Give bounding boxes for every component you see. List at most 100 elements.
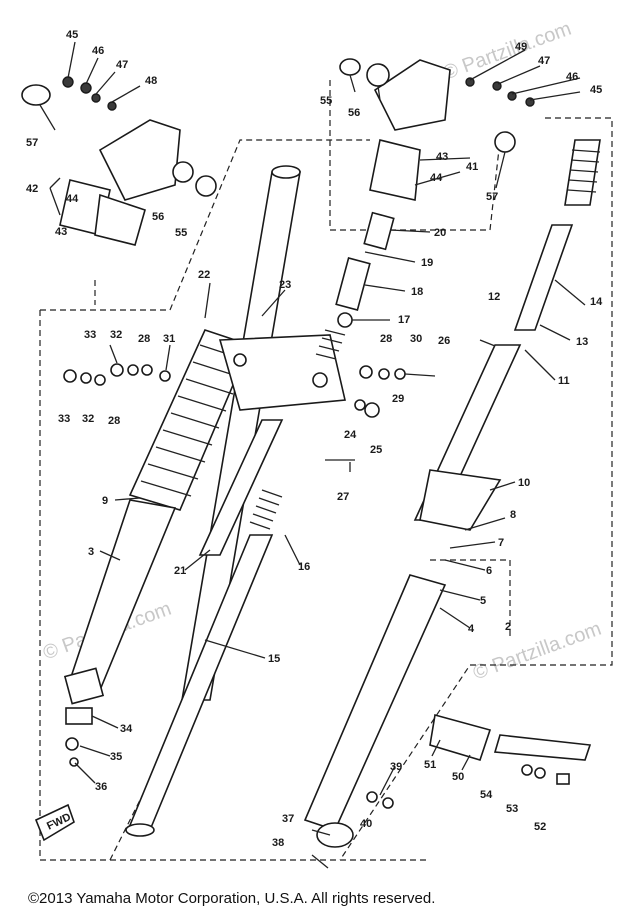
part-label-28: 28 — [380, 333, 392, 345]
center-assembly-boundary — [329, 80, 501, 231]
center-spring-coils — [315, 329, 346, 360]
center-damper-tube — [126, 534, 274, 831]
center-cap-20 — [363, 211, 395, 251]
upper-left-cover-43 — [94, 193, 146, 246]
part-label-52: 52 — [534, 821, 546, 833]
part-label-53: 53 — [506, 803, 518, 815]
part-label-25: 25 — [370, 444, 382, 456]
upper-left-washer-57 — [21, 84, 51, 106]
part-label-11: 11 — [558, 375, 570, 387]
part-label-20: 20 — [434, 227, 446, 239]
part-label-17: 17 — [398, 314, 410, 326]
right-assembly-boundary — [339, 117, 613, 861]
part-label-8: 8 — [510, 509, 516, 521]
part-label-26: 26 — [438, 335, 450, 347]
part-label-18: 18 — [411, 286, 423, 298]
part-label-27: 27 — [337, 491, 349, 503]
upper-left-washer-47 — [91, 93, 101, 103]
part-label-56: 56 — [152, 211, 164, 223]
right-axle-hardware — [311, 791, 394, 869]
part-label-34: 34 — [120, 723, 133, 735]
part-label-39: 39 — [390, 761, 402, 773]
left-axle-boss — [63, 667, 105, 705]
part-label-2: 2 — [505, 621, 511, 633]
left-assembly-boundary — [39, 139, 370, 861]
part-label-35: 35 — [110, 751, 122, 763]
part-label-14: 14 — [590, 296, 603, 308]
part-label-43: 43 — [436, 151, 448, 163]
part-label-10: 10 — [518, 477, 530, 489]
part-label-24: 24 — [344, 429, 357, 441]
part-label-51: 51 — [424, 759, 436, 771]
right-spring-14 — [564, 139, 601, 206]
fork-brace-bracket — [218, 334, 346, 411]
upper-left-clip-48 — [107, 101, 117, 111]
part-label-55: 55 — [175, 227, 187, 239]
part-label-44: 44 — [430, 172, 443, 184]
part-label-50: 50 — [452, 771, 464, 783]
part-label-21: 21 — [174, 565, 186, 577]
reflector-bracket-group — [429, 713, 592, 785]
copyright-notice: ©2013 Yamaha Motor Corporation, U.S.A. A… — [28, 890, 436, 907]
part-label-44: 44 — [66, 193, 79, 205]
part-label-56: 56 — [348, 107, 360, 119]
part-label-9: 9 — [102, 495, 108, 507]
part-number-labels: 4546474857424443565555564947464543414457… — [26, 29, 603, 849]
part-label-38: 38 — [272, 837, 284, 849]
upper-center-washer-55 — [339, 58, 361, 76]
right-spring-coils — [567, 149, 601, 193]
part-label-47: 47 — [538, 55, 550, 67]
part-label-46: 46 — [92, 45, 104, 57]
part-label-23: 23 — [279, 279, 291, 291]
part-label-31: 31 — [163, 333, 175, 345]
center-inner-tube — [198, 419, 284, 556]
upper-center-bushing-56 — [366, 63, 390, 87]
center-spacer-18 — [335, 256, 371, 312]
part-label-5: 5 — [480, 595, 486, 607]
brace-bolt-hole-right — [312, 372, 328, 388]
part-label-43: 43 — [55, 226, 67, 238]
upper-center-cover-44 — [369, 139, 421, 201]
part-label-22: 22 — [198, 269, 210, 281]
part-label-12: 12 — [488, 291, 500, 303]
part-label-49: 49 — [515, 41, 527, 53]
upper-center-clip-49 — [465, 77, 475, 87]
part-label-19: 19 — [421, 257, 433, 269]
part-label-4: 4 — [468, 623, 475, 635]
right-spacer-tube — [513, 224, 574, 331]
left-tube-cap — [271, 165, 301, 179]
part-label-32: 32 — [82, 413, 94, 425]
part-label-30: 30 — [410, 333, 422, 345]
part-label-42: 42 — [26, 183, 38, 195]
left-lower-slider — [68, 499, 177, 691]
part-label-47: 47 — [116, 59, 128, 71]
leader-lines — [39, 41, 586, 796]
part-label-57: 57 — [486, 191, 498, 203]
center-damper-end — [125, 823, 155, 837]
upper-left-nut-46 — [80, 82, 92, 94]
part-label-28: 28 — [108, 415, 120, 427]
left-hardware-group — [63, 363, 171, 386]
part-label-13: 13 — [576, 336, 588, 348]
lower-left-clamp-group — [65, 707, 93, 767]
upper-center-bracket — [373, 59, 451, 131]
upper-center-washer-57 — [494, 131, 516, 153]
upper-left-bolt-45 — [62, 76, 74, 88]
center-spring-16 — [249, 489, 283, 530]
part-label-46: 46 — [566, 71, 578, 83]
right-hardware-group — [325, 365, 436, 461]
upper-left-bracket — [98, 119, 181, 201]
center-seat-17 — [337, 312, 353, 328]
part-label-33: 33 — [58, 413, 70, 425]
part-label-55: 55 — [320, 95, 332, 107]
part-label-45: 45 — [66, 29, 78, 41]
part-label-7: 7 — [498, 537, 504, 549]
right-boot-10 — [419, 469, 502, 531]
part-label-6: 6 — [486, 565, 492, 577]
part-label-37: 37 — [282, 813, 294, 825]
part-label-32: 32 — [110, 329, 122, 341]
part-label-41: 41 — [466, 161, 478, 173]
part-label-16: 16 — [298, 561, 310, 573]
right-lower-boundary — [430, 559, 511, 640]
